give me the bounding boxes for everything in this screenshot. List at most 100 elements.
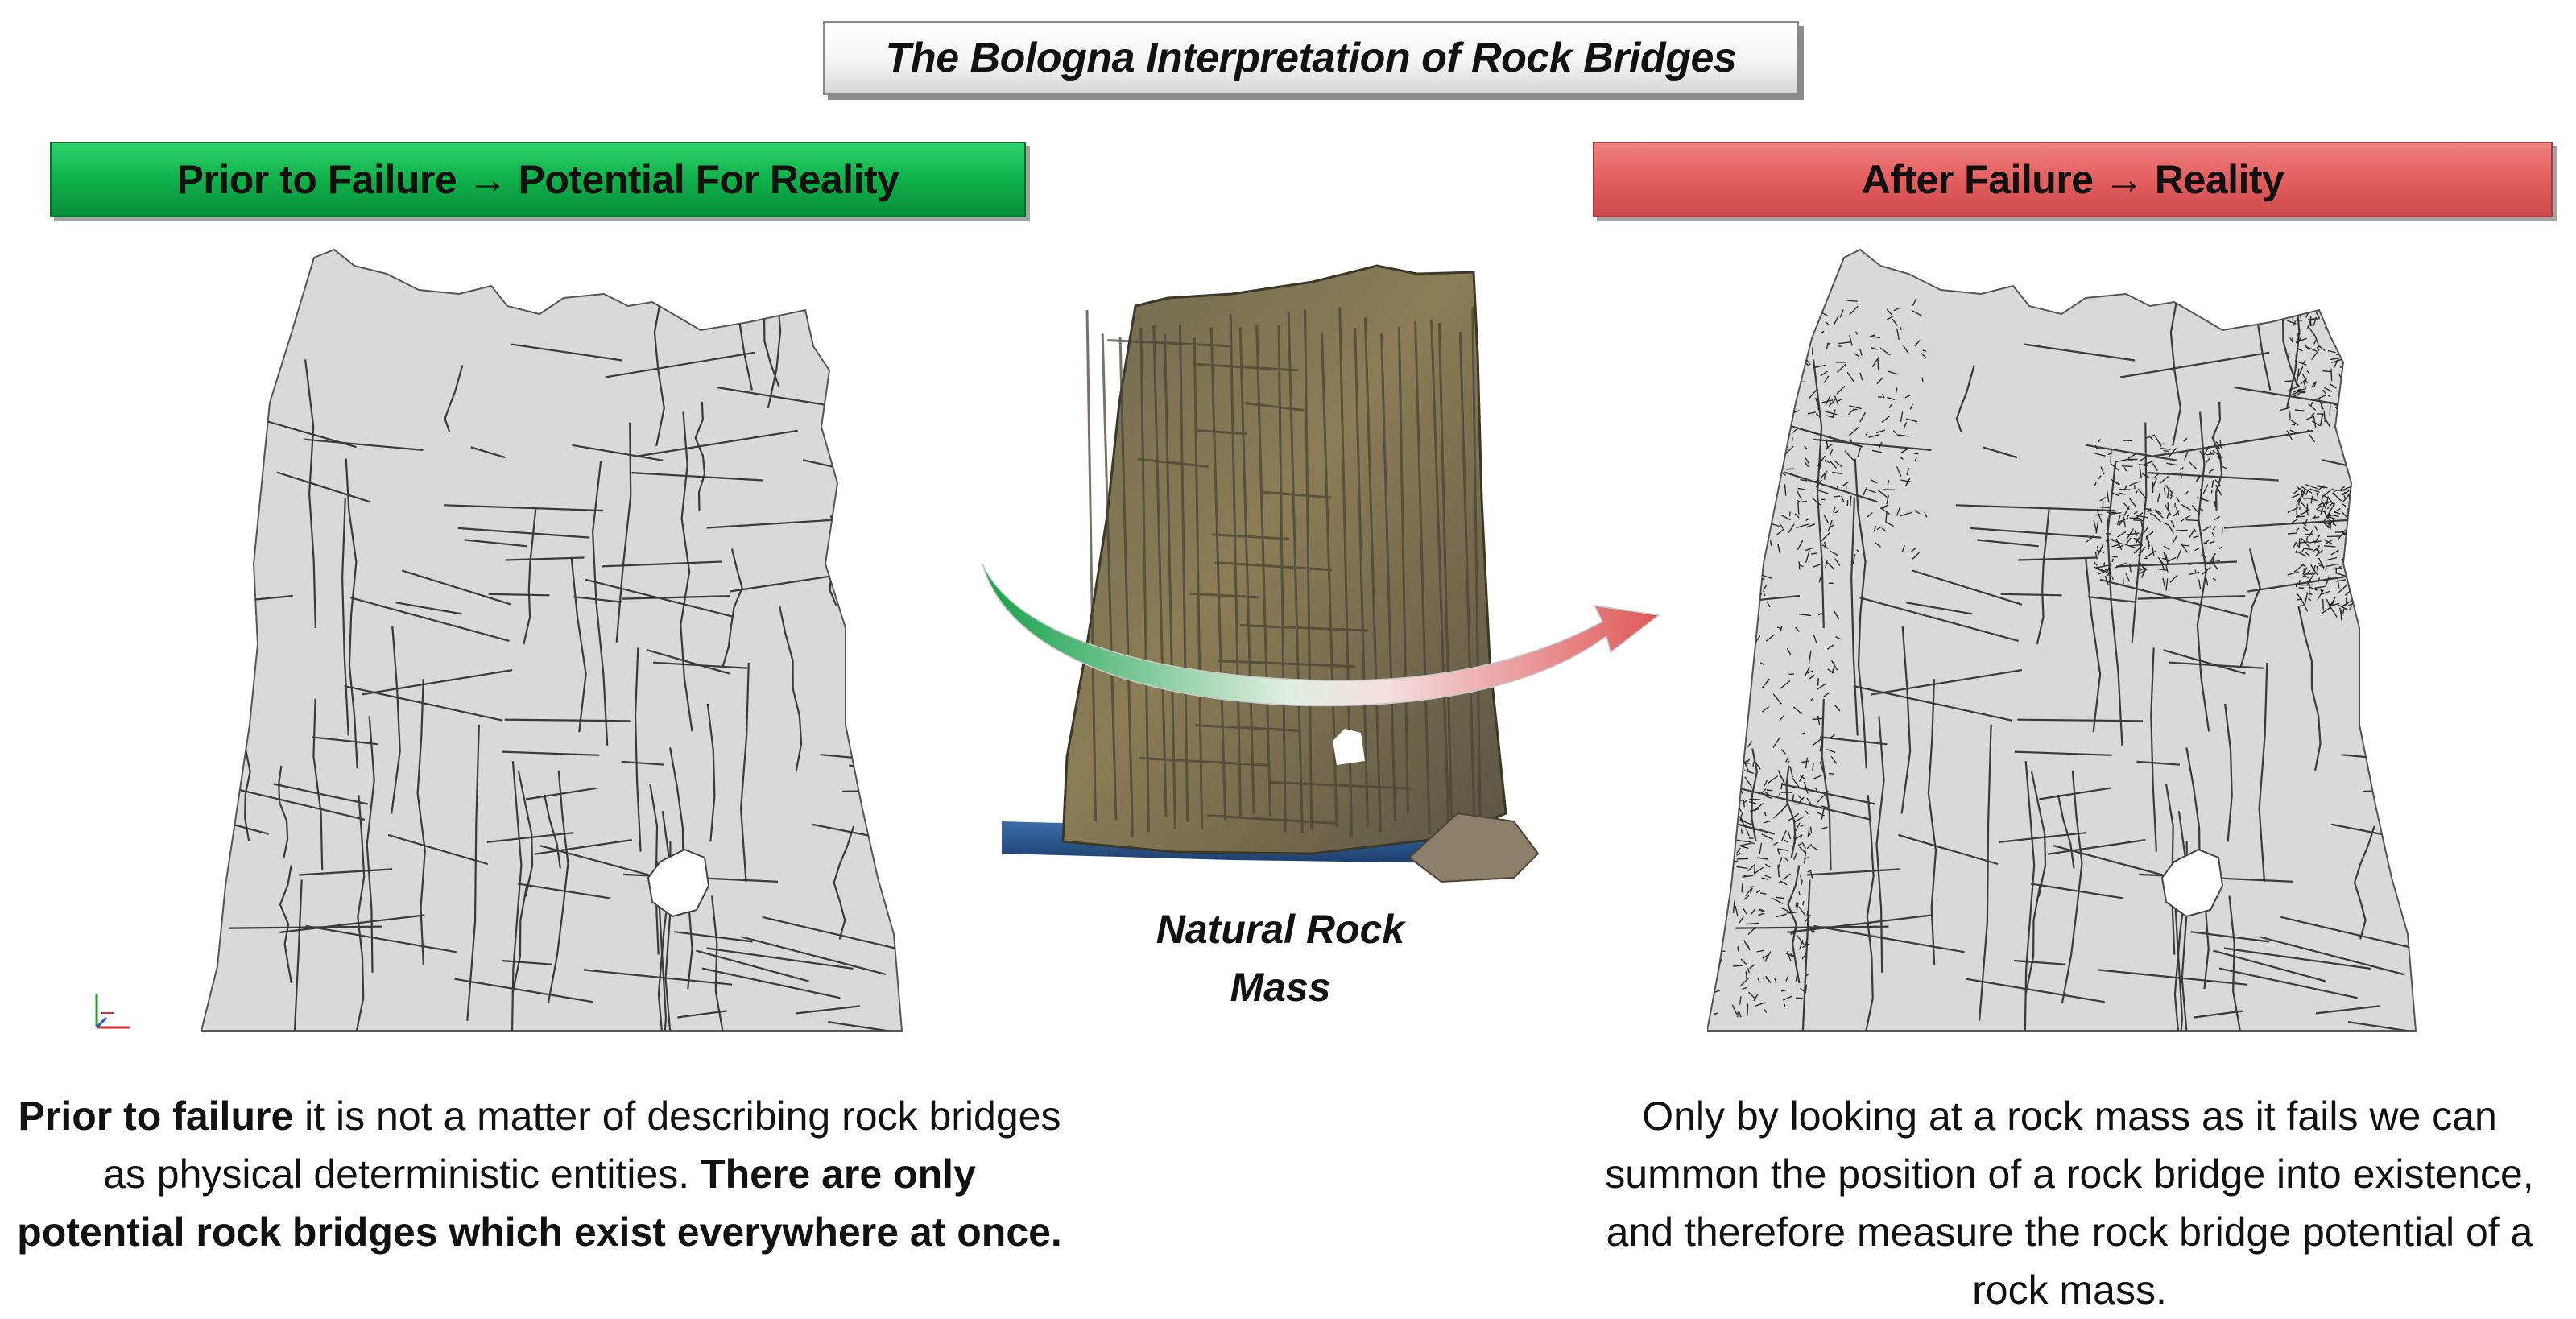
damage-crack	[1732, 431, 1739, 440]
damage-crack	[2328, 258, 2335, 266]
damage-crack	[2291, 274, 2297, 279]
damage-crack	[1748, 447, 1753, 449]
damage-crack	[1707, 570, 1709, 580]
damage-crack	[2355, 603, 2361, 604]
damage-crack	[1733, 965, 1743, 966]
damage-crack	[2168, 502, 2169, 511]
fracture-line	[2364, 358, 2401, 369]
damage-crack	[1711, 920, 1722, 926]
damage-crack	[2328, 515, 2332, 516]
damage-crack	[2347, 561, 2349, 572]
damage-crack	[2284, 266, 2293, 270]
damage-crack	[1790, 347, 1795, 357]
damage-crack	[1774, 320, 1777, 324]
damage-crack	[1752, 460, 1761, 469]
damage-crack	[1707, 896, 1715, 898]
damage-crack	[1878, 358, 1879, 370]
damage-crack	[1707, 808, 1708, 817]
slide-title: The Bologna Interpretation of Rock Bridg…	[823, 21, 1799, 95]
damage-crack	[1793, 795, 1794, 800]
damage-crack	[2338, 255, 2344, 263]
damage-crack	[2288, 533, 2297, 534]
damage-crack	[1715, 947, 1718, 954]
damage-crack	[2298, 278, 2307, 279]
damage-crack	[1730, 411, 1736, 420]
damage-crack	[2350, 533, 2355, 534]
damage-crack	[2305, 246, 2310, 247]
damage-crack	[1754, 428, 1755, 440]
damage-crack	[1722, 897, 1725, 901]
damage-crack	[2299, 499, 2300, 506]
damage-crack	[1752, 316, 1759, 319]
center-label-line-2: Mass	[1071, 958, 1490, 1016]
damage-crack	[1726, 833, 1730, 834]
damage-crack	[2327, 536, 2340, 537]
center-label-line-1: Natural Rock	[1071, 900, 1490, 958]
damage-crack	[1745, 370, 1746, 374]
damage-crack	[1738, 749, 1742, 757]
damage-crack	[1749, 308, 1754, 313]
damage-crack	[1727, 662, 1733, 672]
damage-crack	[2309, 267, 2313, 269]
damage-crack	[1763, 494, 1770, 498]
damage-crack	[2317, 493, 2318, 497]
damage-crack	[1764, 460, 1765, 470]
damage-crack	[1717, 780, 1726, 783]
damage-crack	[2330, 254, 2342, 258]
prior-failure-model	[201, 242, 910, 1039]
damage-crack	[2346, 296, 2347, 305]
fracture-line	[844, 358, 881, 369]
damage-crack	[1757, 410, 1761, 416]
damage-crack	[2212, 490, 2213, 494]
damage-crack	[1732, 389, 1733, 400]
damage-crack	[1707, 924, 1711, 930]
damage-crack	[1768, 307, 1772, 317]
damage-crack	[2181, 545, 2189, 546]
damage-crack	[2307, 574, 2316, 575]
damage-crack	[1708, 512, 1716, 516]
damage-crack	[1713, 735, 1716, 741]
damage-crack	[1742, 883, 1743, 892]
damage-crack	[2335, 342, 2338, 345]
damage-crack	[1712, 794, 1722, 796]
damage-crack	[1771, 395, 1774, 397]
damage-crack	[1743, 407, 1751, 412]
damage-crack	[1741, 359, 1743, 362]
damage-crack	[1718, 369, 1727, 373]
damage-crack	[2293, 303, 2297, 307]
damage-crack	[2354, 498, 2356, 502]
damage-crack	[2294, 294, 2297, 300]
damage-crack	[1779, 402, 1791, 406]
damage-crack	[2351, 534, 2352, 537]
damage-crack	[1730, 821, 1735, 825]
damage-crack	[1740, 694, 1744, 703]
fracture-line	[2001, 594, 2062, 596]
damage-crack	[2358, 592, 2367, 596]
damage-crack	[2330, 268, 2333, 280]
damage-crack	[1722, 438, 1732, 440]
damage-crack	[1790, 512, 1791, 516]
damage-crack	[1755, 449, 1758, 457]
damage-crack	[1711, 864, 1718, 873]
damage-crack	[1774, 449, 1776, 454]
damage-crack	[2355, 585, 2358, 597]
damage-crack	[1798, 502, 1799, 514]
damage-crack	[1743, 389, 1747, 394]
damage-crack	[1710, 391, 1718, 394]
damage-crack	[2315, 245, 2322, 247]
damage-crack	[2355, 530, 2359, 533]
damage-crack	[1732, 515, 1733, 520]
damage-crack	[1747, 345, 1753, 349]
damage-crack	[2301, 265, 2306, 266]
damage-crack	[2338, 419, 2343, 423]
damage-crack	[1735, 518, 1740, 524]
damage-crack	[2350, 560, 2356, 567]
damage-crack	[1751, 350, 1758, 354]
damage-crack	[2301, 291, 2304, 292]
damage-crack	[1707, 893, 1716, 898]
damage-crack	[2107, 512, 2117, 513]
damage-crack	[1829, 774, 1834, 775]
damage-crack	[2359, 496, 2363, 498]
damage-crack	[1764, 511, 1766, 515]
damage-crack	[2314, 286, 2320, 287]
